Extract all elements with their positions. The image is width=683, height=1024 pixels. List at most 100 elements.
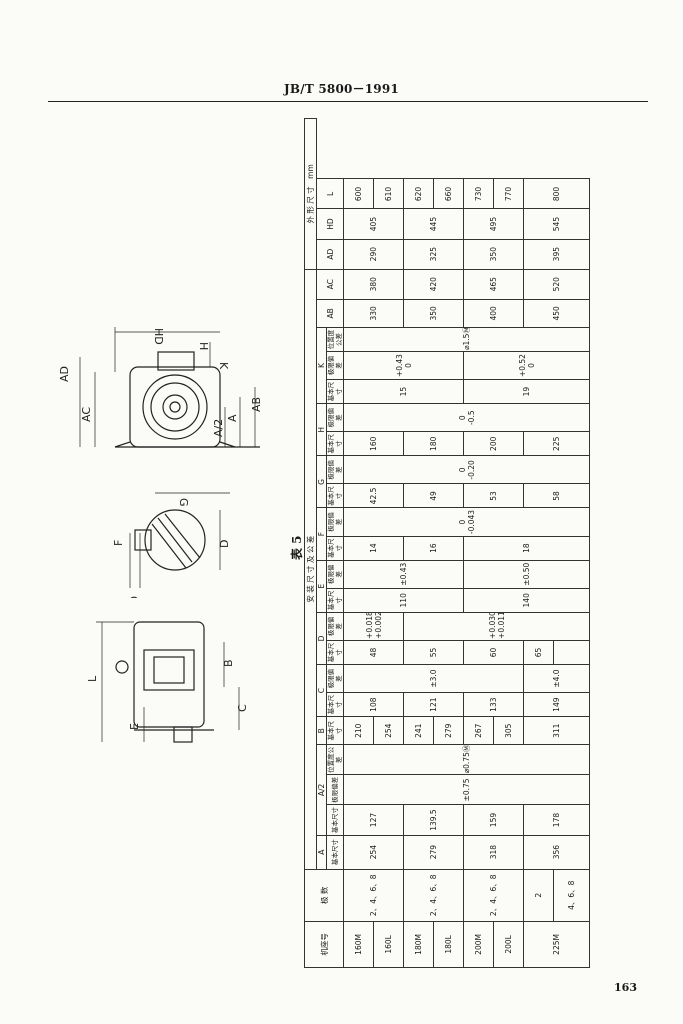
th-a2-dev: 极限偏差 [326,774,344,805]
th-ab: AB [316,299,344,328]
cell-ab: 400 [463,299,524,328]
cell-b: 267 [463,716,494,745]
label-hd: HD [152,328,165,345]
cell-ac: 465 [463,269,524,300]
th-poles: 极 数 [304,869,344,922]
outline-group-label: 外 形 尺 寸 [306,186,315,224]
label-a: A [226,414,239,422]
th-f: F [316,508,327,561]
spec-table-container: 机座号 极 数 安 装 尺 寸 及 公 差 外 形 尺 寸 mm A A/2 B… [304,118,590,968]
cell-a: 254 [343,835,404,870]
table-title: 表 5 [290,535,304,560]
spec-table: 机座号 极 数 安 装 尺 寸 及 公 差 外 形 尺 寸 mm A A/2 B… [304,118,590,968]
label-ac: AC [80,407,93,422]
table-row: 160M 2、4、6、8 254 127 ±0.75 ⌀0.75Ⓜ 210 10… [343,119,590,968]
cell-poles: 4、6、8 [553,869,590,922]
th-group-outline: 外 形 尺 寸 mm [304,118,317,270]
cell-a: 356 [523,835,590,870]
th-h-basic: 基本尺寸 [326,431,344,456]
cell-ab: 450 [523,299,590,328]
cell-l: 610 [373,178,404,209]
cell-l: 620 [403,178,434,209]
label-l: L [86,675,99,682]
th-g: G [316,455,327,508]
label-f: F [112,540,125,546]
cell-ac: 520 [523,269,590,300]
cell-g: 58 [523,483,590,508]
cell-k: 19 [463,379,590,404]
cell-d: 60 [463,640,524,665]
cell-d: 48 [343,640,404,665]
cell-frame: 180M [403,921,434,968]
th-c: C [316,664,327,717]
cell-g: 49 [403,483,464,508]
cell-h: 160 [343,431,404,456]
cell-f: 16 [403,536,464,561]
table-row: 180M 2、4、6、8 279 139.5 241 121 55 +0.030… [403,119,590,968]
cell-ad: 290 [343,239,404,270]
th-e-basic: 基本尺寸 [326,588,344,613]
cell-a: 318 [463,835,524,870]
table-row: 200M 2、4、6、8 318 159 267 133 60 140 ±0.5… [463,119,590,968]
label-c: C [236,704,249,712]
th-frame: 机座号 [304,921,344,968]
cell-e: 110 [343,588,464,613]
cell-h: 180 [403,431,464,456]
th-k-pos: 位置度公差 [326,327,344,352]
cell-b: 210 [343,716,374,745]
cell-frame: 225M [523,921,590,968]
cell-e-dev: ±0.43 [343,560,464,589]
cell-a: 279 [403,835,464,870]
cell-frame: 180L [433,921,464,968]
cell-ab: 330 [343,299,404,328]
th-a-basic: 基本尺寸 [326,835,344,870]
cell-f: 14 [343,536,404,561]
label-g: G [177,498,190,507]
label-d: D [218,540,231,548]
th-d-basic: 基本尺寸 [326,640,344,665]
cell-c: 121 [403,692,464,717]
cell-ad: 395 [523,239,590,270]
th-c-dev: 极限偏差 [326,664,344,693]
cell-ad: 325 [403,239,464,270]
cell-ad: 350 [463,239,524,270]
th-e: E [316,560,327,613]
cell-a2: 139.5 [403,804,464,836]
th-e-dev: 极限偏差 [326,560,344,589]
th-k-basic: 基本尺寸 [326,379,344,404]
th-a: A [316,835,327,870]
cell-g-dev: 0-0.20 [343,455,590,484]
cell-d: 65 [523,640,554,665]
cell-hd: 445 [403,209,464,240]
cell-frame: 200M [463,921,494,968]
header-rule [48,101,648,102]
th-b: B [316,716,327,745]
th-d: D [316,612,327,665]
label-e: E [128,723,141,730]
cell-b: 311 [523,716,590,745]
page-number: 163 [614,981,637,994]
cell-e-dev: ±0.50 [463,560,590,589]
cell-k-pos: ⌀1.5Ⓜ [343,327,590,352]
document-header: JB/T 5800－1991 [284,82,399,96]
cell-hd: 545 [523,209,590,240]
cell-a2-pos: ⌀0.75Ⓜ [343,744,590,775]
cell-c: 133 [463,692,524,717]
cell-frame: 200L [493,921,524,968]
cell-frame: 160M [343,921,374,968]
cell-poles: 2、4、6、8 [403,869,464,922]
th-b-basic: 基本尺寸 [326,716,344,745]
cell-e: 140 [463,588,590,613]
cell-f: 18 [463,536,590,561]
cell-h-dev: 0-0.5 [343,403,590,432]
cell-c-dev: ±3.0 [343,664,524,693]
cell-h: 200 [463,431,524,456]
cell-ac: 420 [403,269,464,300]
cell-c: 108 [343,692,404,717]
cell-d-dev: +0.030+0.011 [403,612,590,641]
unit-label: mm [306,164,315,179]
th-g-basic: 基本尺寸 [326,483,344,508]
cell-g: 53 [463,483,524,508]
